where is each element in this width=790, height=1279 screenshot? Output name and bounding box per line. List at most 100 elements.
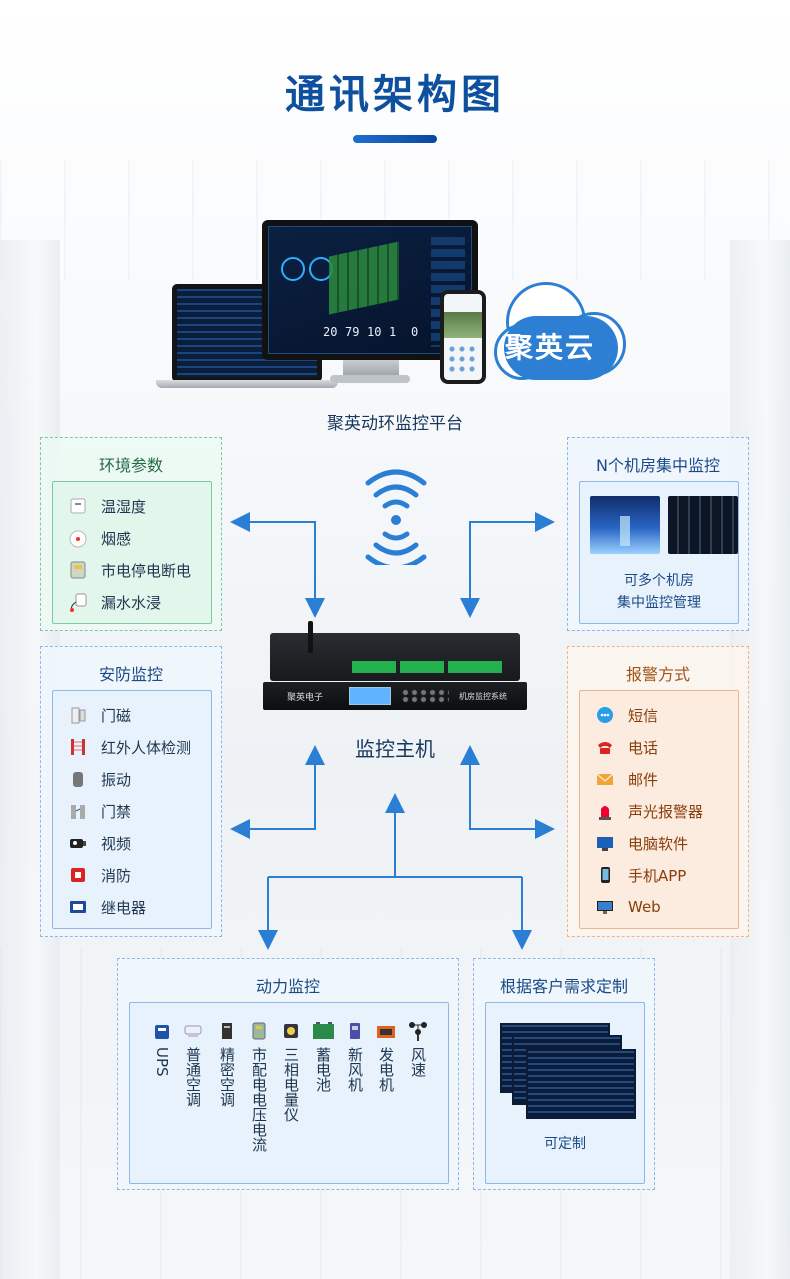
list-item: 漏水水浸 [67,591,161,613]
terminal-block [400,661,444,673]
phone-device [440,290,486,384]
wireless-signal-icon [365,469,427,565]
power-item-fresh-air: 新风机 [342,1020,368,1092]
desktop-monitor: 20 79 10 1 0 [262,220,478,360]
cloud-icon [488,268,633,388]
terminal-block [352,661,396,673]
power-item-wind-speed: 风速 [405,1020,431,1077]
list-item: 声光报警器 [594,800,703,822]
host-brand: 聚英电子 [287,693,324,703]
ups-icon [151,1020,173,1042]
monitor-kpi: 0 [411,325,419,339]
monitor-base [330,375,410,383]
generator-icon [375,1020,397,1042]
list-item: 电话 [594,736,658,758]
list-item: 继电器 [67,896,146,918]
power-item-distribution: 市配电电压电流 [246,1020,272,1152]
custom-title: 根据客户需求定制 [499,977,628,996]
turnstile-icon [67,800,89,822]
infrared-beam-icon [67,736,89,758]
monitor-kpi: 1 [389,325,397,339]
door-contact-icon [67,704,89,726]
fresh-air-icon [344,1020,366,1042]
list-item: 红外人体检测 [67,736,191,758]
custom-caption: 可定制 [544,1136,586,1152]
camera-icon [67,832,89,854]
distribution-box-icon [248,1020,270,1042]
monitor-kpi: 79 [345,325,360,339]
list-item: 门磁 [67,704,131,726]
multi-room-caption: 可多个机房 集中监控管理 [617,573,701,611]
gauge-ring [281,257,305,281]
title-underline [353,135,437,143]
monitor-kpi: 20 [323,325,338,339]
list-item: 烟感 [67,527,131,549]
power-item-three-phase-meter: 三相电量仪 [278,1020,304,1122]
monitoring-host-unit [270,621,520,681]
host-front-panel: 聚英电子 机房监控系统 [263,682,527,710]
power-panel: 动力监控 [117,958,459,1190]
smoke-detector-icon [67,527,89,549]
list-item: 消防 [67,864,131,886]
power-meter-icon [280,1020,302,1042]
list-item: 温湿度 [67,495,146,517]
environment-title: 环境参数 [98,456,163,475]
host-lcd [349,687,391,705]
power-item-generator: 发电机 [373,1020,399,1092]
laptop-base [156,380,338,388]
mobile-phone-icon [594,864,616,886]
list-item: 视频 [67,832,131,854]
siren-icon [594,800,616,822]
platform-label: 聚英动环监控平台 [327,414,463,434]
custom-panel: 根据客户需求定制 可定制 [473,958,655,1190]
terminal-block [448,661,502,673]
power-item-precision-ac: 精密空调 [214,1020,240,1107]
telephone-icon [594,736,616,758]
thermometer-sensor-icon [67,495,89,517]
antenna [308,621,313,653]
precision-ac-icon [216,1020,238,1042]
list-item: 门禁 [67,800,131,822]
chat-bubble-icon [594,704,616,726]
relay-icon [67,896,89,918]
list-item: Web [594,896,661,918]
monitor-icon [594,896,616,918]
cloud-label: 聚英云 [504,331,595,364]
list-item: 手机APP [594,864,686,886]
host-keypad [401,689,449,703]
host-label: 监控主机 [355,737,435,761]
security-title: 安防监控 [98,665,163,684]
envelope-icon [594,768,616,790]
power-item-ups: UPS [149,1020,175,1077]
list-item: 振动 [67,768,131,790]
list-item: 市电停电断电 [67,559,191,581]
monitor-kpi: 10 [367,325,382,339]
security-panel: 安防监控 门磁 红外人体检测 振动 门禁 视频 消防 继电器 [40,646,222,937]
environment-panel: 环境参数 温湿度 烟感 市电停电断电 漏水水浸 [40,437,222,631]
list-item: 电脑软件 [594,832,688,854]
vibration-sensor-icon [67,768,89,790]
multi-room-panel: N个机房集中监控 可多个机房 集中监控管理 [567,437,749,631]
host-panel-label: 机房监控系统 [459,692,507,701]
custom-dashboard-screens [500,1023,644,1123]
page-title: 通讯架构图 [285,72,505,118]
alarm-title: 报警方式 [625,665,690,684]
computer-icon [594,832,616,854]
multi-room-title: N个机房集中监控 [596,456,720,475]
air-conditioner-icon [182,1020,204,1042]
server-rack-photo [668,496,738,554]
list-item: 短信 [594,704,658,726]
power-meter-icon [67,559,89,581]
water-leak-sensor-icon [67,591,89,613]
power-item-air-conditioner: 普通空调 [180,1020,206,1107]
power-item-battery: 蓄电池 [310,1020,336,1092]
server-room-photo [590,496,660,554]
battery-icon [312,1020,334,1042]
fire-alarm-icon [67,864,89,886]
alarm-panel: 报警方式 短信 电话 邮件 声光报警器 电脑软件 手机APP Web [567,646,749,937]
power-title: 动力监控 [255,977,320,996]
list-item: 邮件 [594,768,658,790]
monitor-stand [343,360,399,376]
rack-3d-view [329,241,399,315]
anemometer-icon [407,1020,429,1042]
